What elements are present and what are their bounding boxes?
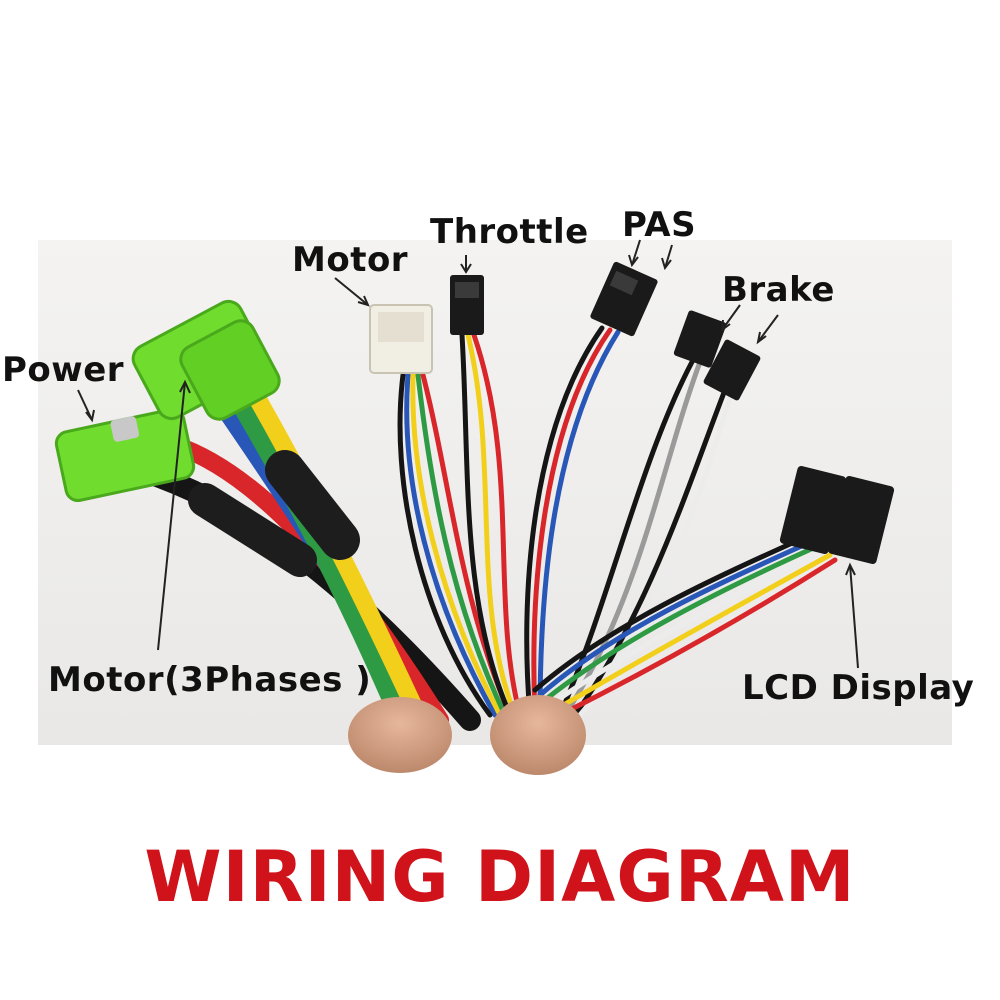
brake-connector [673, 310, 761, 401]
power-connector [54, 407, 196, 503]
fingers [348, 695, 586, 775]
pas-arrow-1 [631, 239, 641, 266]
power-arrow [77, 389, 93, 421]
throttle-connector [450, 275, 484, 335]
pas-arrow-2 [664, 244, 673, 269]
brake-arrow-2 [757, 314, 779, 343]
lcd-display-arrow [849, 564, 859, 669]
motor-hall-connector [369, 304, 433, 374]
lcd-display-label: LCD Display [742, 668, 975, 708]
motor-arrow [334, 277, 369, 306]
motor-label: Motor [292, 240, 409, 280]
lcd-display-connector [779, 465, 895, 565]
motor-phase-connector [131, 299, 281, 421]
power-label: Power [2, 350, 125, 390]
throttle-label: Throttle [430, 212, 589, 252]
signal-wires [397, 325, 838, 718]
pas-connector [590, 261, 658, 337]
motor-3phases-label: Motor(3Phases ) [48, 660, 372, 700]
brake-arrow-1 [721, 304, 741, 331]
brake-label: Brake [722, 270, 835, 310]
motor-phase-arrow [157, 381, 186, 651]
pointer-arrows [77, 239, 859, 669]
pas-label: PAS [622, 205, 697, 245]
wiring-diagram-title: WIRING DIAGRAM [144, 836, 856, 918]
